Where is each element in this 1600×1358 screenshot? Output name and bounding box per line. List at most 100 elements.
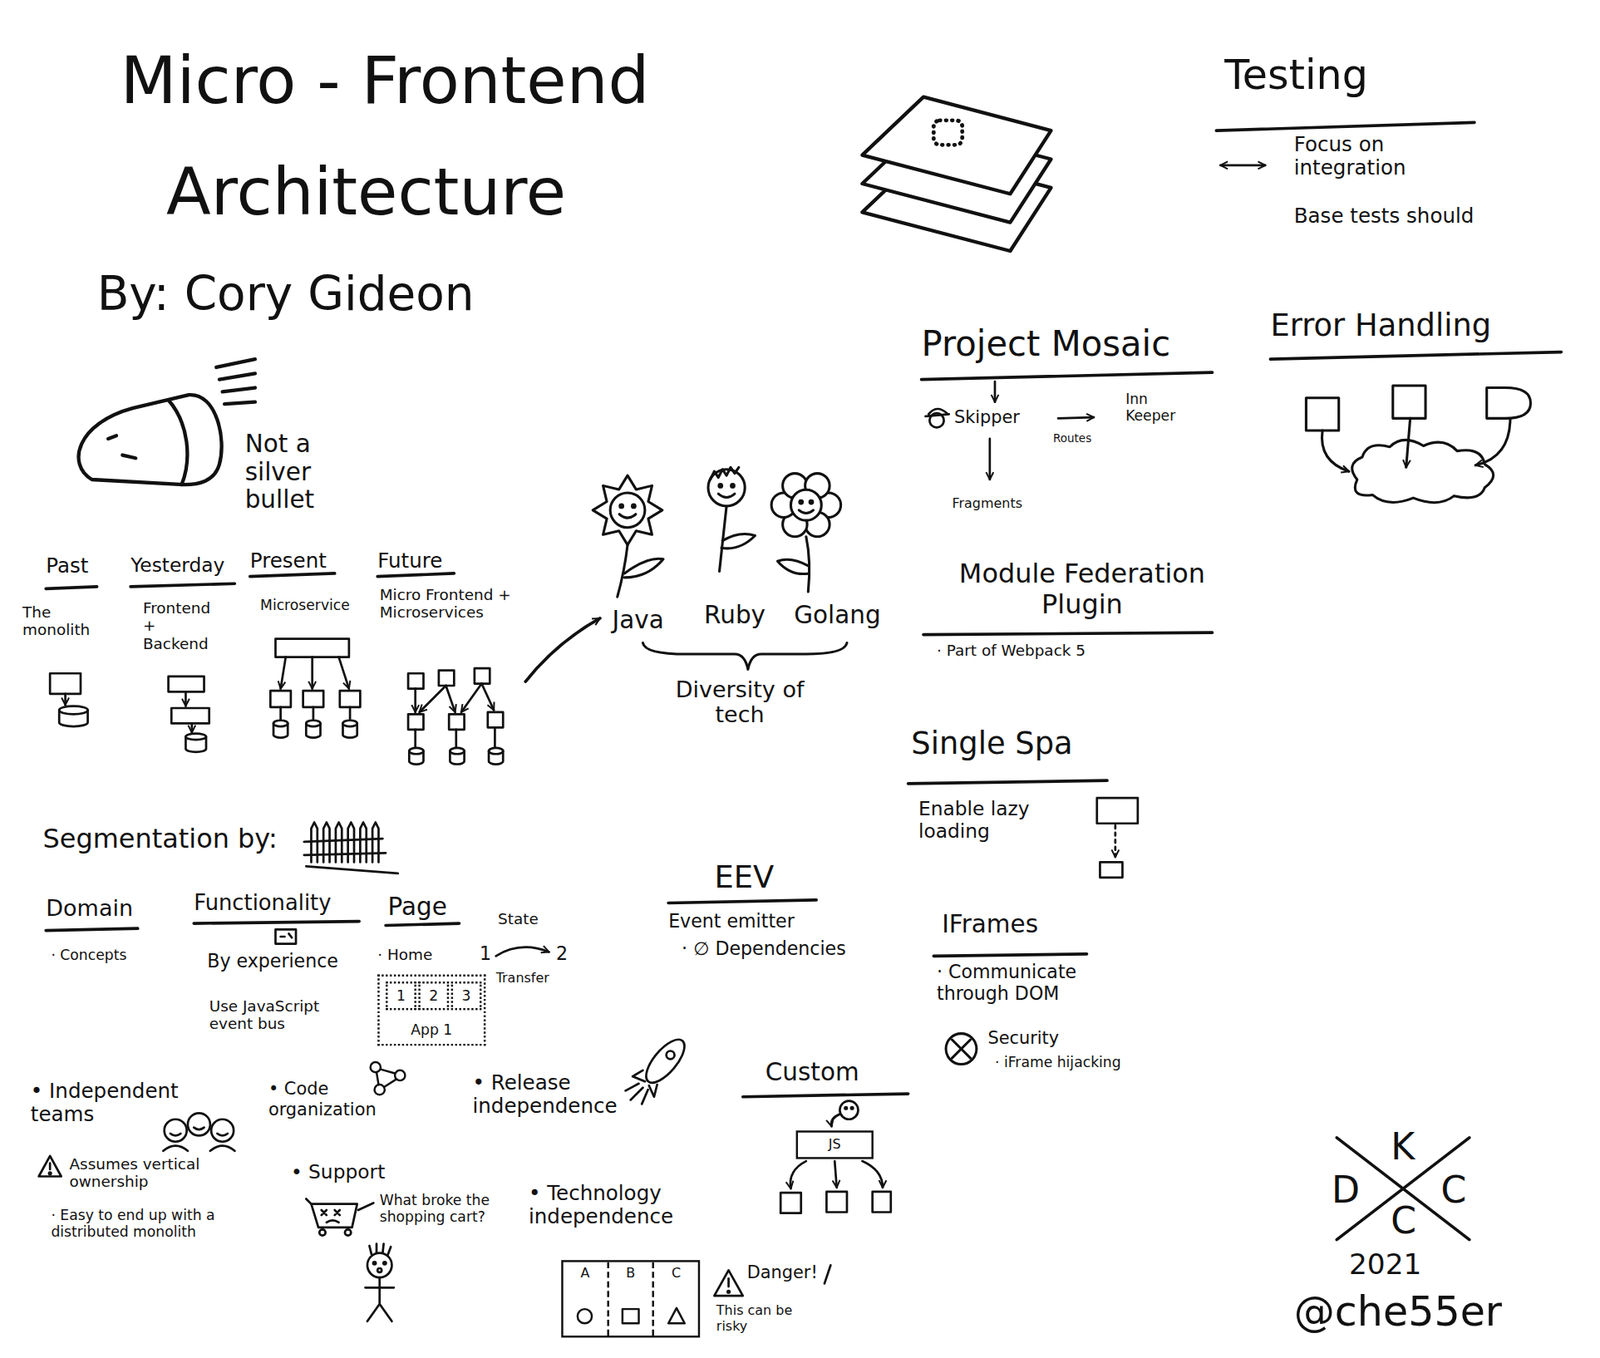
stick-person: [369, 1244, 391, 1256]
architecture-timeline: [312, 707, 316, 721]
architecture-timeline: [445, 685, 455, 713]
silver-bullet: [222, 388, 256, 393]
mosaic-flow: [994, 381, 997, 403]
era-text: Micro Frontend + Microservices: [379, 586, 549, 622]
lazy-load-figure: [1097, 797, 1138, 878]
author: By: Cory Gideon: [97, 267, 475, 322]
heading-underline: [923, 632, 1212, 635]
custom-loader: [839, 1101, 858, 1120]
rocket-icon: [666, 1051, 675, 1060]
node-label: C: [654, 1262, 698, 1336]
architecture-timeline: [59, 706, 88, 715]
heading-underline: [45, 122, 1561, 1097]
architecture-timeline: [413, 689, 417, 713]
arrow-label: Routes: [1053, 433, 1092, 447]
bullet-text: · Communicate through DOM: [936, 962, 1121, 1005]
broken-cart: [358, 1202, 374, 1211]
architecture-timeline: [64, 694, 67, 706]
mosaic-flow: [988, 438, 991, 480]
fence-icon: [359, 822, 366, 863]
silver-bullet: [168, 399, 188, 485]
app-slot: 2: [418, 981, 449, 1010]
architecture-timeline: [343, 723, 358, 738]
silver-bullet: [216, 359, 256, 368]
architecture-timeline: [449, 751, 464, 765]
section-heading: EEV: [713, 860, 774, 896]
warning-icon: [49, 1163, 52, 1170]
mosaic-flow: [925, 381, 1095, 480]
error-handling-figure: [1305, 398, 1339, 431]
era-text: Microservice: [260, 596, 350, 614]
section-heading: Error Handling: [1270, 308, 1492, 344]
architecture-timeline: [339, 690, 361, 708]
flower-figures: [799, 500, 803, 504]
flower-figures: [619, 514, 636, 518]
heading-underline: [1216, 122, 1475, 131]
silver-bullet: [122, 455, 136, 459]
app-slot: 1: [385, 981, 417, 1010]
tech-shapes: [668, 1308, 685, 1324]
rocket-icon: [625, 1033, 692, 1105]
note-text: Enable lazy loading: [918, 797, 1082, 843]
architecture-timeline: [343, 720, 358, 727]
js-box: JS: [796, 1130, 874, 1159]
blocked-icon: [951, 1039, 970, 1059]
node-label: 1: [396, 987, 406, 1005]
broken-cart: [344, 1229, 351, 1236]
warning-text: This can be risky: [716, 1304, 824, 1335]
architecture-timeline: [448, 713, 464, 729]
note-text: Event emitter: [668, 910, 795, 932]
bullet-heading: • Independent teams: [30, 1079, 210, 1127]
flower-figures: [642, 642, 847, 670]
note-text: Not a silver bullet: [245, 430, 358, 516]
warning-text: Security: [987, 1028, 1059, 1049]
custom-loader: [845, 1107, 847, 1109]
broken-cart: [310, 1204, 357, 1228]
architecture-timeline: [487, 712, 503, 728]
segment-icons: [275, 929, 296, 944]
architecture-timeline: [461, 684, 483, 713]
lazy-load-figure: [1114, 825, 1118, 857]
custom-loader: [861, 1161, 883, 1188]
layers-icon: [933, 120, 962, 145]
flower-figures: [718, 484, 723, 488]
mosaic-flow: [925, 408, 950, 417]
architecture-timeline: [303, 690, 325, 708]
silver-bullet: [219, 373, 256, 380]
logo-letter: K: [1390, 1125, 1415, 1168]
heading-underline: [1270, 352, 1561, 360]
section-heading: Module Federation Plugin: [936, 559, 1228, 621]
era-heading: Present: [250, 548, 327, 572]
architecture-timeline: [185, 733, 207, 740]
note-text: Base tests should: [1294, 204, 1475, 228]
fence-icon: [305, 866, 398, 874]
mosaic-flow: [1058, 417, 1094, 419]
fence-icon: [348, 822, 355, 863]
architecture-timeline: [481, 684, 494, 711]
flower-figures: [592, 475, 662, 545]
warning-icon: [713, 1270, 743, 1296]
broken-cart: [319, 1229, 325, 1236]
stick-person: [365, 1277, 394, 1322]
language-name: Ruby: [704, 601, 766, 631]
stick-person: [367, 1253, 392, 1278]
architecture-timeline: [190, 723, 193, 733]
component-name: Skipper: [954, 408, 1020, 429]
flower-figures: [718, 493, 735, 498]
logo-letter: D: [1331, 1169, 1360, 1212]
error-handling-figure: [1475, 418, 1511, 465]
node-label: JS: [828, 1137, 842, 1152]
segment-icons: [496, 947, 550, 957]
node-label: A: [563, 1262, 610, 1336]
broken-cart: [305, 1199, 311, 1205]
custom-loader: [834, 1161, 837, 1188]
rocket-icon: [649, 1084, 658, 1098]
section-heading: Project Mosaic: [921, 324, 1172, 365]
architecture-timeline: [408, 751, 424, 765]
fence-icon: [304, 822, 399, 874]
stick-person: [365, 1244, 394, 1322]
custom-loader: [851, 1107, 853, 1109]
flower-figures: [731, 484, 735, 488]
tech-stack-box: ABC: [561, 1260, 700, 1338]
